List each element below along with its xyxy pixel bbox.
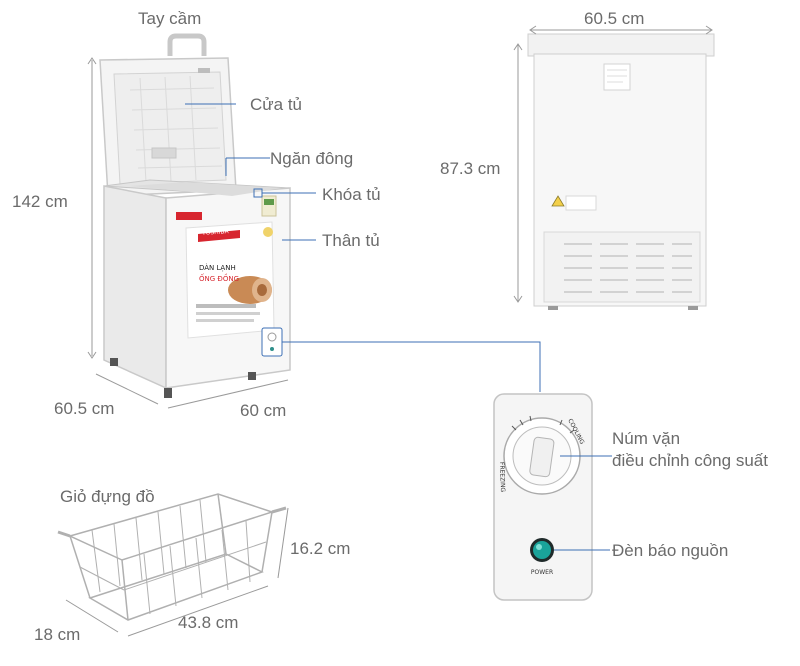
basket-depth-label: 18 cm bbox=[34, 625, 81, 644]
front-width-label: 60 cm bbox=[240, 401, 287, 420]
door-label: Cửa tủ bbox=[250, 95, 303, 114]
basket-height-label: 16.2 cm bbox=[290, 539, 351, 558]
power-light-label: Đèn báo nguồn bbox=[612, 541, 729, 560]
panel-print-line1: DÀN LẠNH bbox=[199, 264, 236, 272]
back-height-label: 87.3 cm bbox=[440, 159, 501, 178]
front-dimension-lines bbox=[87, 57, 289, 409]
freezer-compartment-label: Ngăn đông bbox=[270, 149, 354, 168]
front-depth-label: 60.5 cm bbox=[54, 399, 115, 418]
panel-print-line2: ỐNG ĐỒNG bbox=[199, 275, 239, 283]
basket-dimension-lines bbox=[65, 507, 289, 637]
knob-label-line1: Núm vặn bbox=[612, 429, 681, 448]
basket-label: Giỏ đựng đồ bbox=[60, 487, 155, 506]
back-dimension-lines bbox=[513, 25, 713, 303]
handle-label: Tay cầm bbox=[138, 9, 202, 28]
callout-lines bbox=[185, 103, 541, 392]
knob-label-line2: điều chỉnh công suất bbox=[612, 451, 768, 470]
back-width-label: 60.5 cm bbox=[584, 9, 645, 28]
power-caption: POWER bbox=[531, 569, 553, 576]
wire-basket-illustration bbox=[57, 493, 287, 621]
control-panel-closeup: COOLING FREEZING POWER bbox=[493, 393, 612, 601]
freezer-front-illustration bbox=[99, 33, 291, 398]
freezer-back-illustration bbox=[527, 33, 715, 310]
knob-freezing-label: FREEZING bbox=[498, 462, 506, 493]
lock-label: Khóa tủ bbox=[322, 185, 381, 204]
body-label: Thân tủ bbox=[322, 231, 380, 250]
front-height-label: 142 cm bbox=[12, 192, 68, 211]
basket-width-label: 43.8 cm bbox=[178, 613, 239, 632]
